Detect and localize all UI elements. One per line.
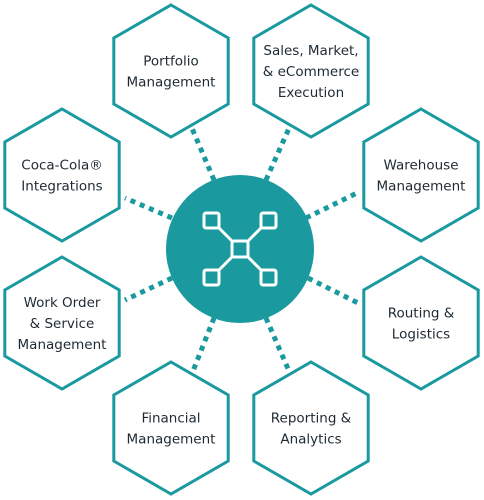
hex-label-financial-line-1: Management (127, 432, 216, 448)
hex-label-workorder-line-1: & Service (30, 316, 95, 332)
connector-cocacola (124, 195, 173, 221)
hex-outline-workorder (3, 255, 121, 391)
hub (166, 175, 314, 323)
connector-portfolio (188, 125, 217, 181)
hub-circle (166, 175, 314, 323)
connector-workorder (123, 275, 174, 303)
connector-sales (263, 124, 293, 182)
hex-label-routing-line-0: Routing & (388, 306, 455, 322)
hex-label-workorder-line-2: Management (18, 337, 107, 353)
hex-outline-routing (362, 255, 480, 391)
hex-label-financial-line-0: Financial (141, 411, 200, 427)
hex-outline-portfolio (112, 3, 230, 139)
hex-label-sales-line-0: Sales, Market, (263, 43, 358, 59)
connector-routing (306, 275, 360, 306)
hex-label-warehouse-line-1: Management (377, 179, 466, 195)
hex-routing: Routing & Logistics (362, 255, 480, 391)
hex-cocacola: Coca-Cola® Integrations (3, 107, 121, 243)
hex-label-sales-line-2: Execution (278, 85, 344, 101)
network-nodes-icon (202, 211, 278, 287)
hex-outline-reporting (252, 360, 370, 496)
connector-warehouse (304, 190, 359, 221)
hex-outline-sales (252, 3, 370, 139)
hex-label-workorder-line-0: Work Order (24, 295, 101, 311)
hex-label-portfolio-line-0: Portfolio (143, 54, 199, 70)
hex-label-reporting-line-1: Analytics (280, 432, 341, 448)
hex-outline-cocacola (3, 107, 121, 243)
connector-financial (190, 317, 217, 372)
connector-reporting (263, 317, 292, 372)
hex-label-warehouse-line-0: Warehouse (383, 158, 458, 174)
hex-reporting: Reporting & Analytics (252, 360, 370, 496)
hex-label-routing-line-1: Logistics (392, 327, 450, 343)
hex-outline-financial (112, 360, 230, 496)
hex-label-sales-line-1: & eCommerce (263, 64, 359, 80)
connector-lines (123, 124, 360, 372)
hex-label-cocacola-line-1: Integrations (21, 179, 102, 195)
hex-label-cocacola-line-0: Coca-Cola® (21, 158, 102, 174)
hex-label-reporting-line-0: Reporting & (271, 411, 352, 427)
hex-label-portfolio-line-1: Management (127, 75, 216, 91)
hex-outline-warehouse (362, 107, 480, 243)
